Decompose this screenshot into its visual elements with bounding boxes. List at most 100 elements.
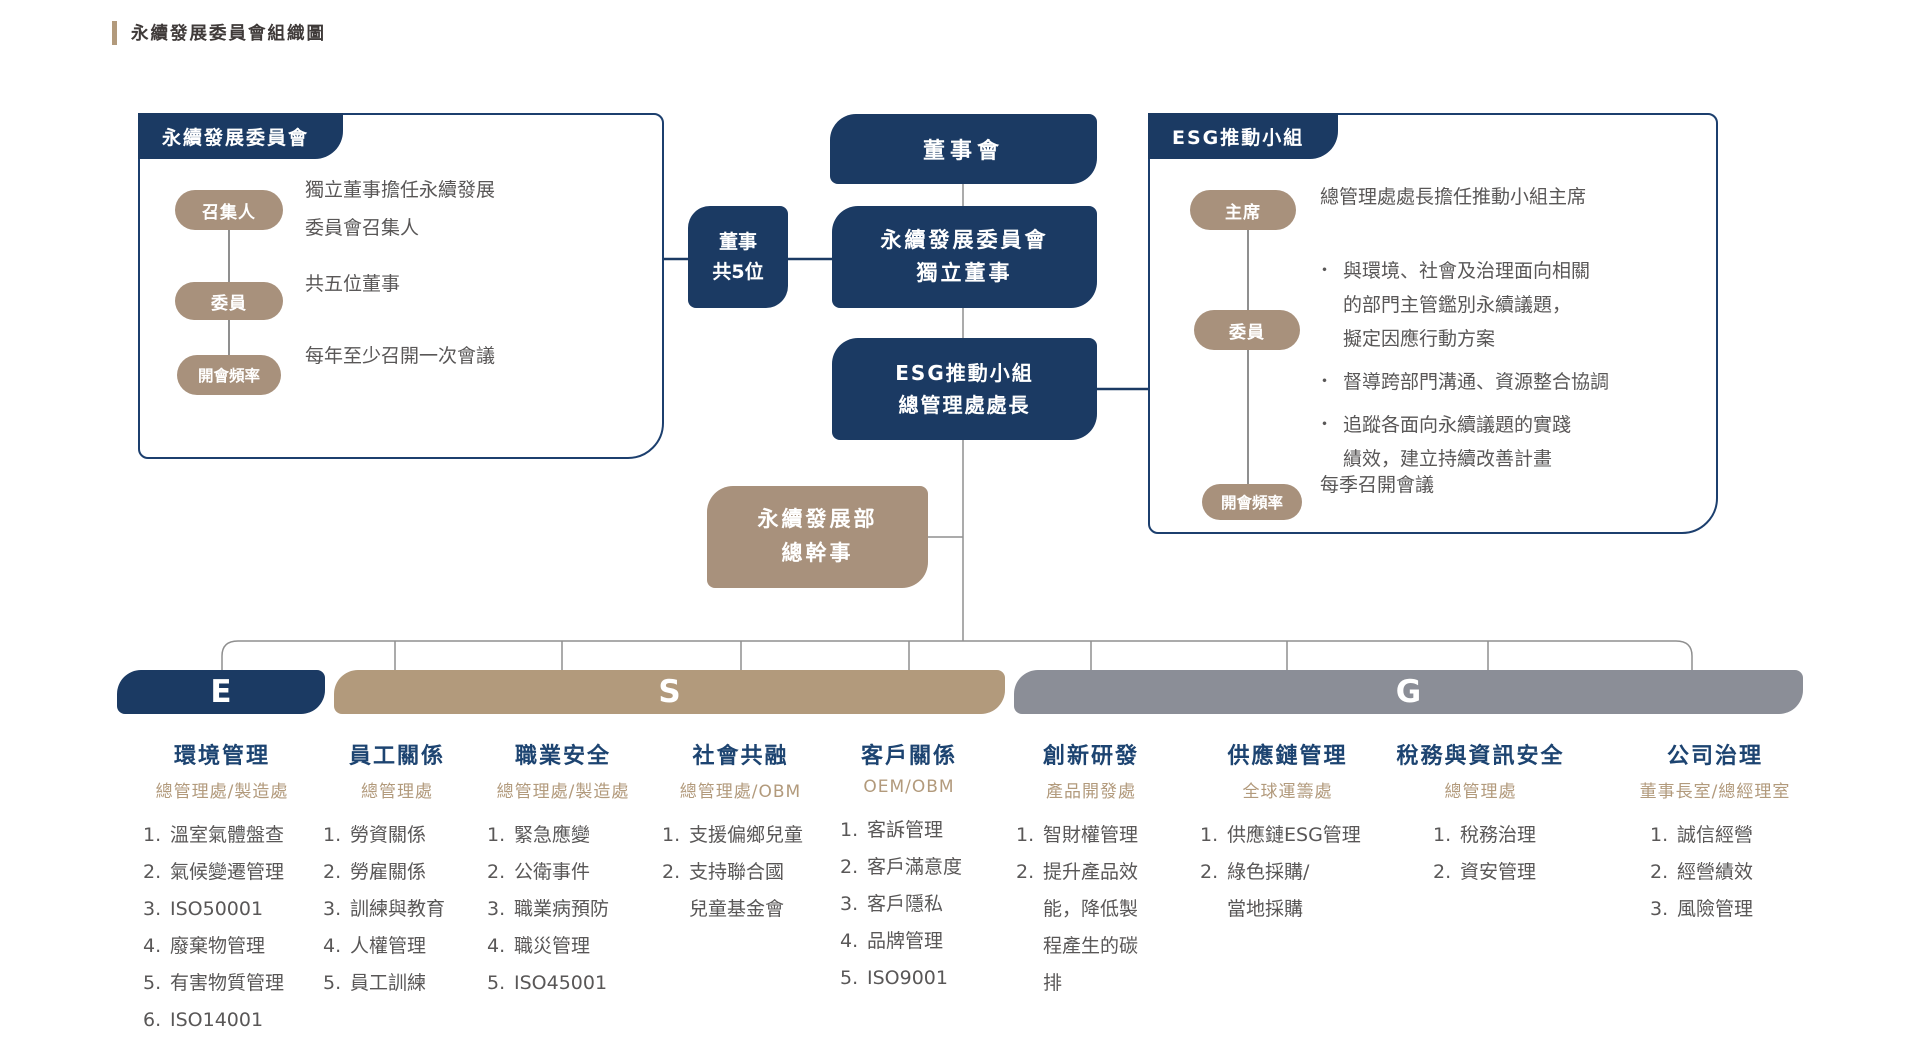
list-item: 2.提升產品效 能，降低製 程產生的碳 排 xyxy=(1016,854,1166,1002)
item-text: 訓練與教育 xyxy=(350,898,446,920)
chairman-pill: 主席 xyxy=(1190,190,1296,230)
list-item: 3.訓練與教育 xyxy=(323,891,477,928)
item-number: 1. xyxy=(840,819,859,841)
esg-taskforce-detail-panel: ESG推動小組 主席 總管理處處長擔任推動小組主席 委員 ・ 與環境、社會及治理… xyxy=(1148,113,1718,534)
list-item: 3.職業病預防 xyxy=(487,891,653,928)
column-title: 創新研發 xyxy=(1042,744,1139,769)
column-title: 客戶關係 xyxy=(860,744,957,769)
column-item-list: 1. 誠信經營 2.經營績效 3. 風險管理 xyxy=(1615,817,1815,928)
item-number: 1. xyxy=(1650,824,1669,846)
column-department: 全球運籌處 xyxy=(1242,782,1333,802)
members-bullet-list: ・ 與環境、社會及治理面向相關 的部門主管鑑別永續議題， 擬定因應行動方案 ・ … xyxy=(1316,254,1696,485)
list-item: 1.稅務治理 xyxy=(1433,817,1573,854)
item-number: 3. xyxy=(1650,898,1669,920)
list-item: 1. 誠信經營 xyxy=(1650,817,1815,854)
item-text: 客戶隱私 xyxy=(867,893,944,915)
bullet-dot: ・ xyxy=(1316,415,1333,435)
members-pill: 委員 xyxy=(1194,310,1300,350)
topic-column-公司治理: 公司治理董事長室/總經理室 1. 誠信經營 2.經營績效 3. 風險管理 xyxy=(1615,738,1815,928)
item-number: 6. xyxy=(143,1009,162,1031)
item-number: 4. xyxy=(487,935,506,957)
column-department: 總管理處/製造處 xyxy=(155,782,289,802)
bullet-dot: ・ xyxy=(1316,372,1333,392)
item-text: 緊急應變 xyxy=(514,824,591,846)
item-text: 員工訓練 xyxy=(350,972,427,994)
column-department: 總管理處/製造處 xyxy=(496,782,630,802)
bullet-item: ・ 追蹤各面向永續議題的實踐 績效，建立持續改善計畫 xyxy=(1316,408,1696,476)
item-text: ISO14001 xyxy=(170,1009,264,1031)
column-department: 董事長室/總經理室 xyxy=(1639,782,1791,802)
column-title: 公司治理 xyxy=(1666,744,1763,769)
item-number: 3. xyxy=(487,898,506,920)
item-number: 2. xyxy=(323,861,342,883)
meeting-frequency-pill: 開會頻率 xyxy=(1202,484,1302,520)
item-text: ISO9001 xyxy=(867,967,948,989)
item-text: 稅務治理 xyxy=(1460,824,1537,846)
list-item: 5. 員工訓練 xyxy=(323,965,477,1002)
item-text: 職災管理 xyxy=(514,935,591,957)
item-number: 3. xyxy=(840,893,859,915)
item-text: 有害物質管理 xyxy=(170,972,285,994)
column-title: 職業安全 xyxy=(514,744,611,769)
list-item: 1.勞資關係 xyxy=(323,817,477,854)
title-accent-bar xyxy=(112,20,117,45)
page-title: 永續發展委員會組織圖 xyxy=(131,24,326,44)
item-text: 風險管理 xyxy=(1677,898,1754,920)
column-title: 員工關係 xyxy=(348,744,445,769)
item-number: 2. xyxy=(840,856,859,878)
list-item: 6. ISO14001 xyxy=(143,1002,317,1039)
esg-task-force-box: ESG推動小組 總管理處處長 xyxy=(832,338,1097,440)
item-number: 5. xyxy=(323,972,342,994)
page-header: 永續發展委員會組織圖 xyxy=(112,20,326,45)
pill-connector-line xyxy=(1247,210,1249,504)
item-number: 2. xyxy=(1433,861,1452,883)
list-item: 5.有害物質管理 xyxy=(143,965,317,1002)
item-number: 1. xyxy=(323,824,342,846)
list-item: 5. ISO9001 xyxy=(840,960,994,997)
convener-text: 獨立董事擔任永續發展 委員會召集人 xyxy=(305,179,496,239)
item-number: 2. xyxy=(487,861,506,883)
list-item: 3.ISO50001 xyxy=(143,891,317,928)
column-department: OEM/OBM xyxy=(863,777,955,797)
committee-panel-header: 永續發展委員會 xyxy=(138,113,344,159)
column-department: 產品開發處 xyxy=(1046,782,1136,802)
item-text: 支援偏鄉兒童 xyxy=(689,824,804,846)
bar-social: S xyxy=(334,670,1005,714)
item-text: 人權管理 xyxy=(350,935,427,957)
esg-panel-header: ESG推動小組 xyxy=(1148,113,1339,159)
item-text: 氣候變遷管理 xyxy=(170,861,285,883)
item-text: 供應鏈ESG管理 xyxy=(1227,824,1361,846)
list-item: 2.資安管理 xyxy=(1433,854,1573,891)
item-text: 誠信經營 xyxy=(1677,824,1754,846)
list-item: 2.經營績效 xyxy=(1650,854,1815,891)
list-item: 2.氣候變遷管理 xyxy=(143,854,317,891)
column-title: 稅務與資訊安全 xyxy=(1396,744,1565,769)
members-text: 共五位董事 xyxy=(305,273,401,295)
item-number: 1. xyxy=(662,824,681,846)
item-text: 勞雇關係 xyxy=(350,861,427,883)
column-department: 總管理處/OBM xyxy=(679,782,802,802)
chairman-text: 總管理處處長擔任推動小組主席 xyxy=(1320,186,1587,208)
item-number: 5. xyxy=(487,972,506,994)
item-number: 4. xyxy=(143,935,162,957)
list-item: 1.緊急應變 xyxy=(487,817,653,854)
board-of-directors-box: 董事會 xyxy=(830,114,1097,184)
item-text: 公衛事件 xyxy=(514,861,591,883)
meeting-frequency-text: 每季召開會議 xyxy=(1320,474,1435,496)
list-item: 4.人權管理 xyxy=(323,928,477,965)
item-text: 經營績效 xyxy=(1677,861,1754,883)
item-text: 溫室氣體盤查 xyxy=(170,824,285,846)
item-number: 5. xyxy=(840,967,859,989)
bullet-item: ・ 督導跨部門溝通、資源整合協調 xyxy=(1316,365,1696,399)
